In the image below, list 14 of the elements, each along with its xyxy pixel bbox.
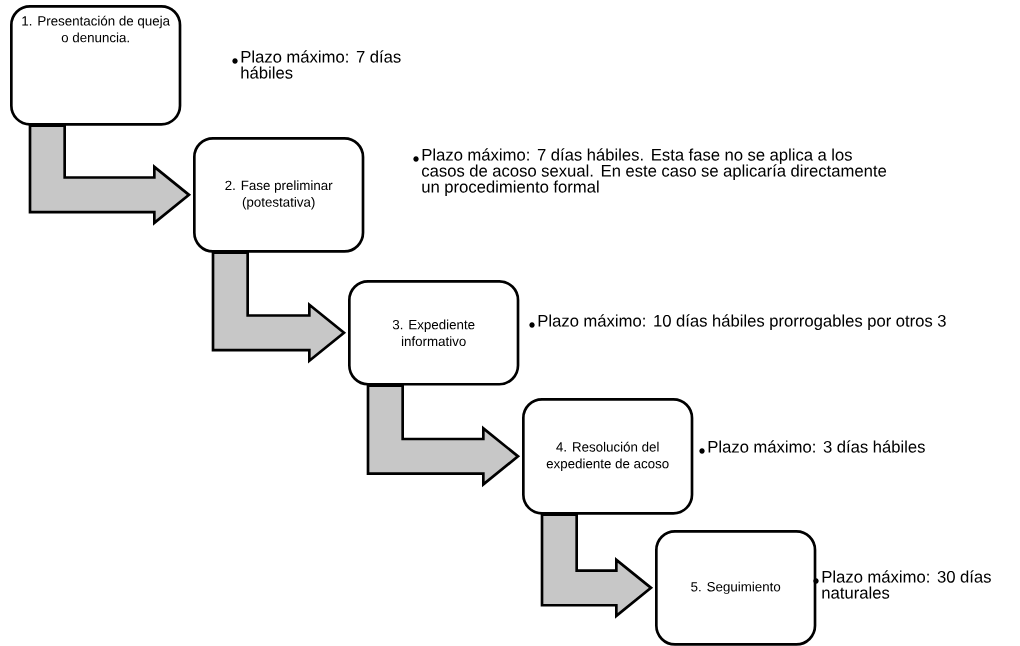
bent-arrow — [211, 251, 347, 364]
duration-note: Plazo máximo: 10 días hábiles prorrogables por otros 3 — [538, 314, 946, 330]
duration-note: Plazo máximo: 7 días hábiles — [241, 50, 401, 79]
step-box: 2. Fase preliminar (potestativa) — [193, 137, 365, 253]
bent-arrow — [28, 124, 192, 226]
duration-note: Plazo máximo: 30 días naturales — [822, 570, 991, 599]
duration-note: Plazo máximo: 7 días hábiles. Esta fase no se aplica a los casos de acoso sexual. En este caso se aplicaría directamente un procedimiento formal — [422, 148, 887, 196]
bent-arrow — [540, 513, 654, 619]
step-box: 3. Expediente informativo — [348, 280, 520, 386]
step-box: 5. Seguimiento — [655, 530, 817, 646]
step-box: 1. Presentación de queja o denuncia. — [10, 5, 182, 126]
step-box: 4. Resolución del expediente de acoso — [522, 398, 694, 515]
duration-note: Plazo máximo: 3 días hábiles — [708, 440, 925, 453]
bent-arrow — [366, 384, 521, 488]
